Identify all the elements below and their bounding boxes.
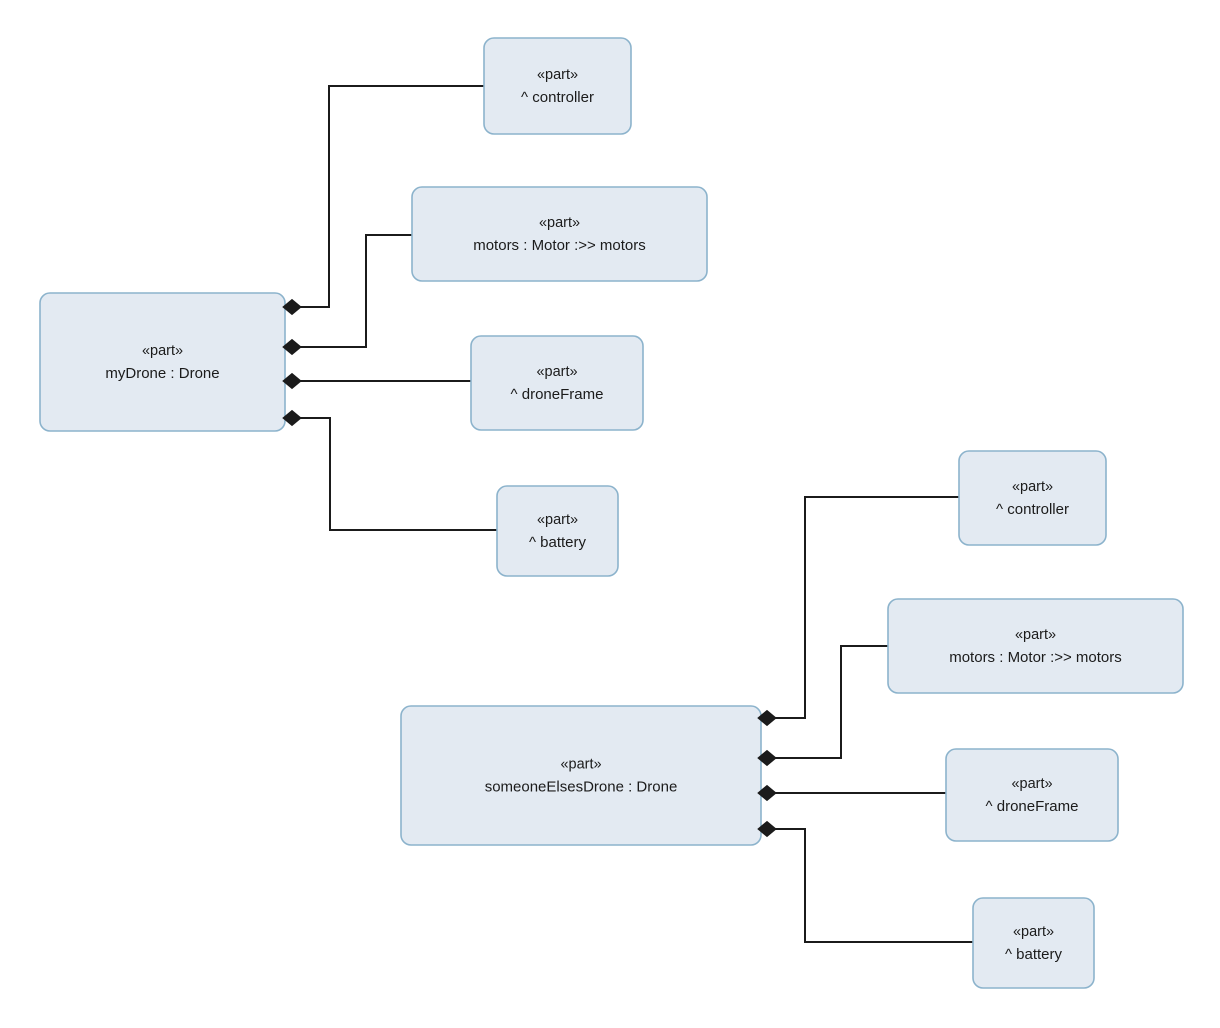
composition-mydrone-battery-composite-diamond-icon (282, 409, 302, 427)
someone-elses-drone-frame-part-label: ^ droneFrame (986, 798, 1079, 815)
my-drone-controller-part[interactable]: «part» ^ controller (483, 37, 632, 135)
connectors-layer (299, 85, 973, 943)
composition-someoneelsesdrone-controller-composite-diamond-icon (757, 709, 777, 727)
someone-elses-drone-part-stereotype: «part» (560, 756, 601, 772)
someone-elses-drone-controller-part-box[interactable] (958, 450, 1107, 546)
composition-mydrone-motors[interactable] (299, 234, 412, 348)
my-drone-frame-part[interactable]: «part» ^ droneFrame (470, 335, 644, 431)
composition-mydrone-controller-composite-diamond-icon (282, 298, 302, 316)
someone-elses-drone-frame-part[interactable]: «part» ^ droneFrame (945, 748, 1119, 842)
composition-mydrone-droneframe-composite-diamond-icon (282, 372, 302, 390)
someone-elses-drone-part-box[interactable] (400, 705, 762, 846)
someone-elses-drone-motors-part-label: motors : Motor :>> motors (949, 649, 1122, 666)
composition-someoneelsesdrone-motors[interactable] (774, 645, 888, 759)
my-drone-battery-part-stereotype: «part» (537, 512, 578, 528)
someone-elses-drone-frame-part-stereotype: «part» (1011, 776, 1052, 792)
my-drone-battery-part-label: ^ battery (529, 534, 587, 551)
my-drone-frame-part-stereotype: «part» (536, 364, 577, 380)
my-drone-motors-part-box[interactable] (411, 186, 708, 282)
my-drone-part-stereotype: «part» (142, 343, 183, 359)
my-drone-frame-part-box[interactable] (470, 335, 644, 431)
diamonds-layer (282, 298, 777, 838)
composition-mydrone-battery[interactable] (299, 417, 497, 531)
my-drone-motors-part-label: motors : Motor :>> motors (473, 237, 646, 254)
composition-someoneelsesdrone-motors-composite-diamond-icon (757, 749, 777, 767)
composition-someoneelsesdrone-battery-composite-diamond-icon (757, 820, 777, 838)
someone-elses-drone-controller-part-stereotype: «part» (1012, 479, 1053, 495)
someone-elses-drone-controller-part[interactable]: «part» ^ controller (958, 450, 1107, 546)
someone-elses-drone-battery-part-box[interactable] (972, 897, 1095, 989)
someone-elses-drone-battery-part-label: ^ battery (1005, 946, 1063, 963)
my-drone-battery-part-box[interactable] (496, 485, 619, 577)
my-drone-controller-part-label: ^ controller (521, 89, 594, 106)
someone-elses-drone-motors-part[interactable]: «part» motors : Motor :>> motors (887, 598, 1184, 694)
my-drone-battery-part[interactable]: «part» ^ battery (496, 485, 619, 577)
someone-elses-drone-part-label: someoneElsesDrone : Drone (485, 778, 678, 795)
composition-someoneelsesdrone-droneframe-composite-diamond-icon (757, 784, 777, 802)
someone-elses-drone-part[interactable]: «part» someoneElsesDrone : Drone (400, 705, 762, 846)
composition-mydrone-motors-composite-diamond-icon (282, 338, 302, 356)
my-drone-part-label: myDrone : Drone (105, 365, 219, 382)
my-drone-frame-part-label: ^ droneFrame (511, 386, 604, 403)
my-drone-controller-part-stereotype: «part» (537, 67, 578, 83)
composition-someoneelsesdrone-battery[interactable] (774, 828, 973, 943)
someone-elses-drone-battery-part-stereotype: «part» (1013, 924, 1054, 940)
composition-mydrone-controller[interactable] (299, 85, 484, 308)
my-drone-controller-part-box[interactable] (483, 37, 632, 135)
someone-elses-drone-frame-part-box[interactable] (945, 748, 1119, 842)
my-drone-motors-part-stereotype: «part» (539, 215, 580, 231)
someone-elses-drone-motors-part-box[interactable] (887, 598, 1184, 694)
my-drone-part[interactable]: «part» myDrone : Drone (39, 292, 286, 432)
someone-elses-drone-motors-part-stereotype: «part» (1015, 627, 1056, 643)
someone-elses-drone-battery-part[interactable]: «part» ^ battery (972, 897, 1095, 989)
my-drone-part-box[interactable] (39, 292, 286, 432)
nodes-layer: «part»myDrone : Drone«part»^ controller«… (39, 37, 1184, 989)
someone-elses-drone-controller-part-label: ^ controller (996, 501, 1069, 518)
composition-someoneelsesdrone-controller[interactable] (774, 496, 959, 719)
my-drone-motors-part[interactable]: «part» motors : Motor :>> motors (411, 186, 708, 282)
